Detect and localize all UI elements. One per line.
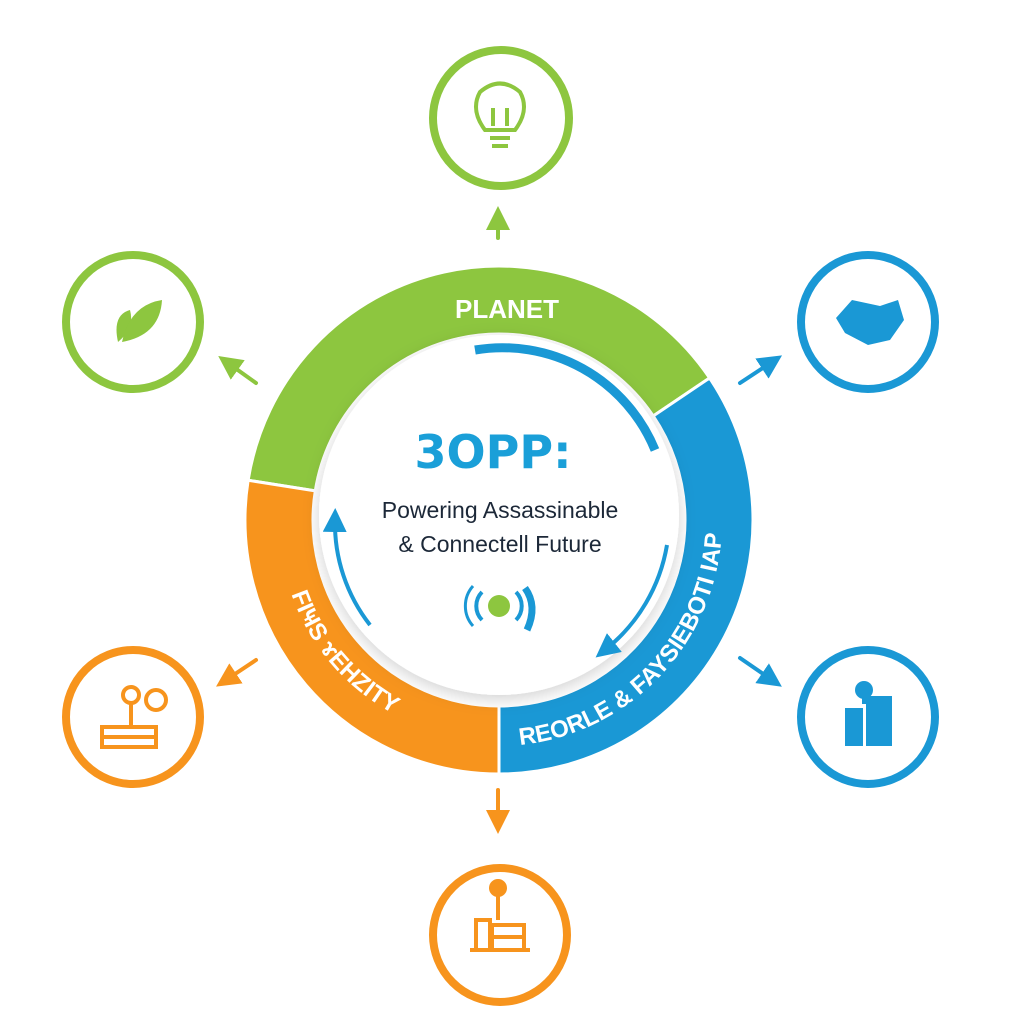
signal-icon [463,585,536,632]
center-title: 3OPP: [415,425,572,479]
node-upper-right [797,251,939,393]
inner-arc-top [474,343,660,452]
arrow-upper-left [218,356,258,385]
city-building-icon [845,681,892,746]
arrow-lower-left [216,658,258,687]
arrow-lower-right [738,656,782,687]
node-lower-left [62,646,204,788]
building-tree-icon [470,879,530,952]
segment-label-planet: PLANET [455,294,559,324]
arrow-upper-right [738,355,783,385]
center-subtitle-line1: Powering Assassinable [382,497,619,523]
inner-arrow-left [322,508,372,627]
node-bottom [429,864,571,1006]
center-subtitle-line2: & Connectell Future [398,531,601,557]
factory-icon [100,685,168,749]
node-upper-left [62,251,204,393]
lightbulb-icon [474,81,526,148]
inner-arrow-right [595,544,669,658]
segment-planet [246,264,712,493]
segment-people [497,375,755,776]
node-lower-right [797,646,939,788]
handshake-icon [836,300,904,345]
leaf-icon [116,300,162,342]
center-circle [319,335,679,695]
segment-prosperity [243,478,501,776]
node-top [429,46,573,190]
ring [243,264,755,776]
